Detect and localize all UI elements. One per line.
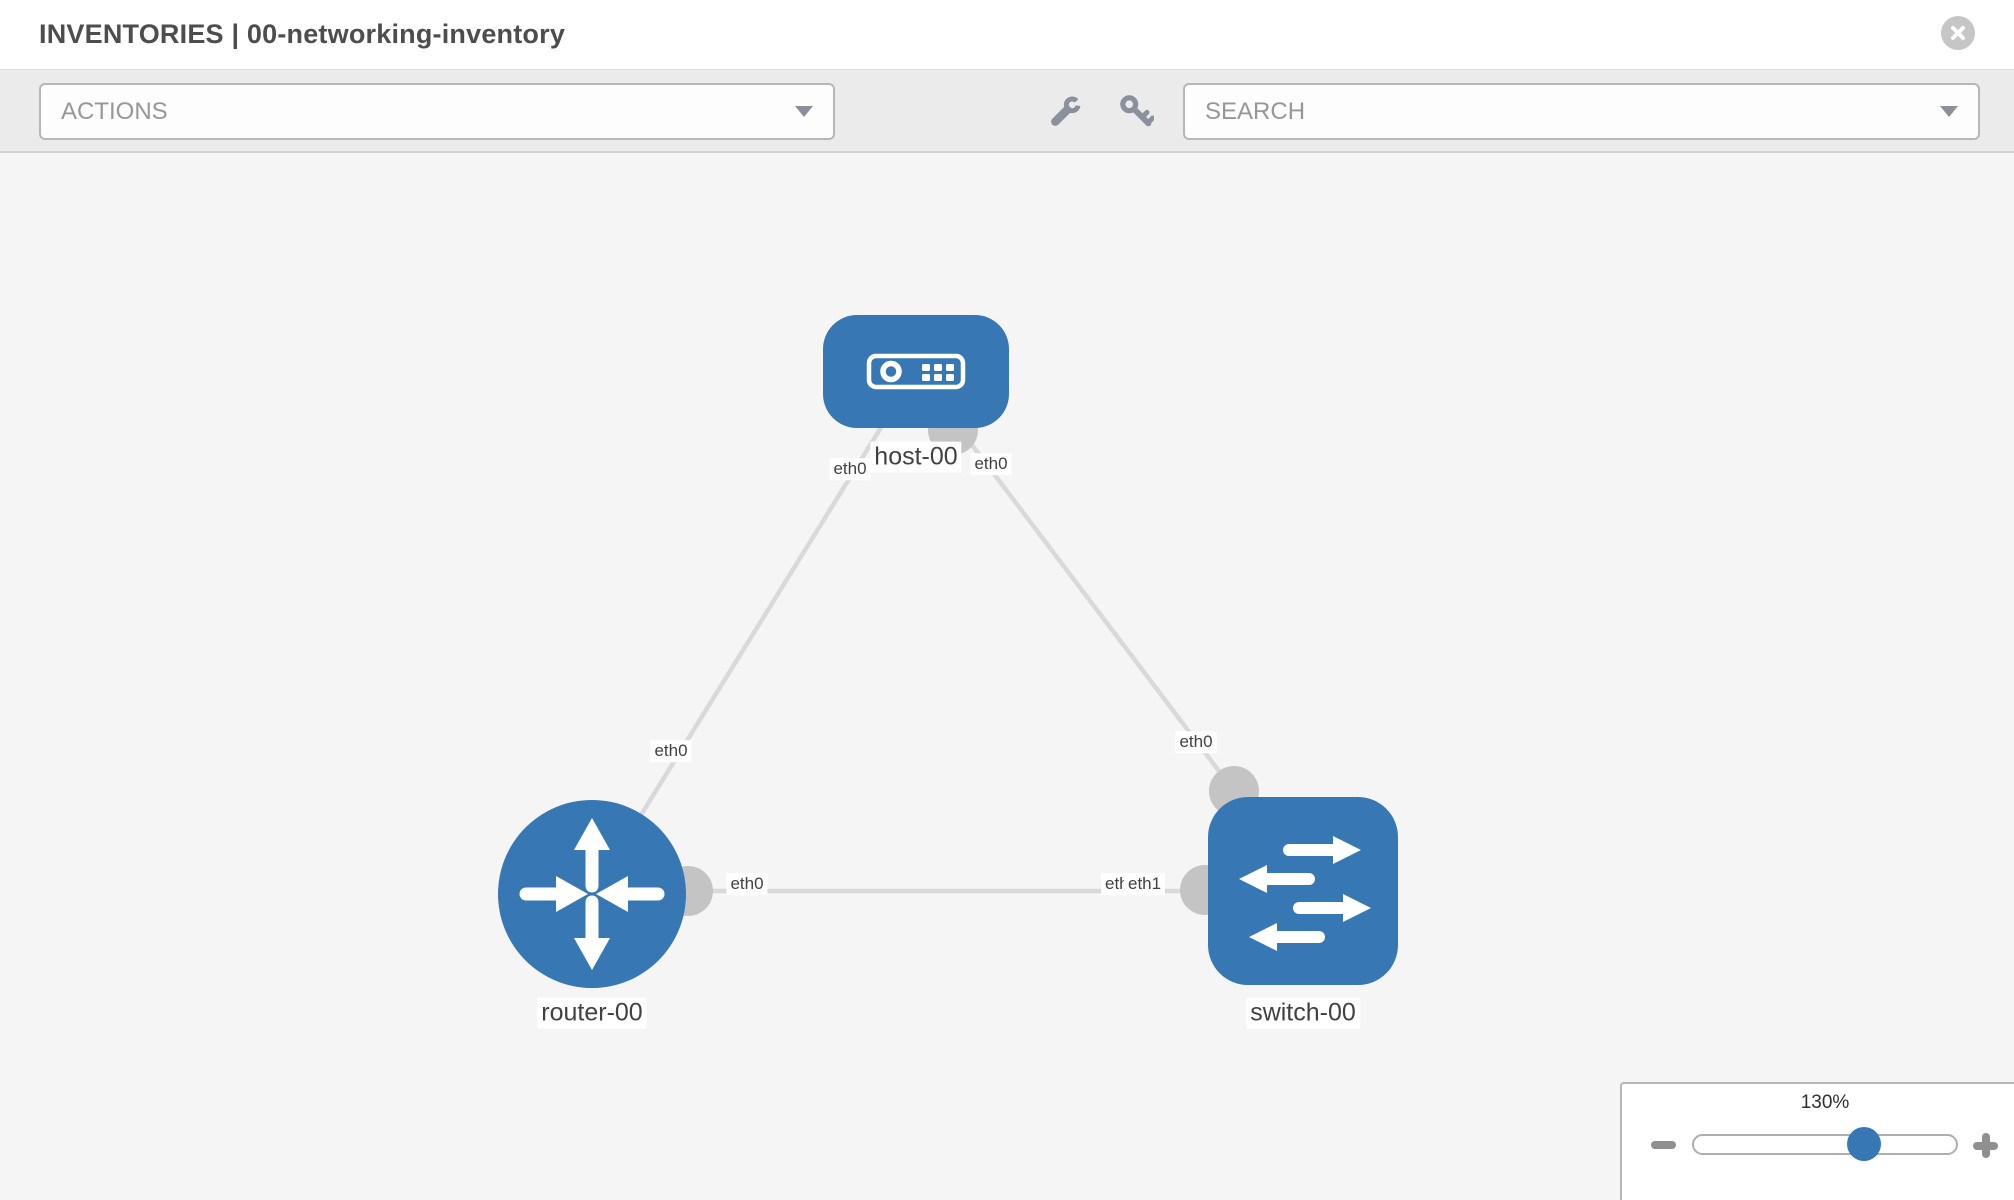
close-button[interactable] xyxy=(1941,16,1975,50)
page-title: INVENTORIES | 00-networking-inventory xyxy=(39,19,566,49)
search-dropdown[interactable]: SEARCH xyxy=(1183,83,1980,140)
chevron-down-icon xyxy=(795,106,813,117)
actions-dropdown[interactable]: ACTIONS xyxy=(39,83,835,140)
interface-label: eth0 xyxy=(1175,731,1217,753)
node-switch-00[interactable] xyxy=(1208,797,1398,985)
zoom-slider-thumb[interactable] xyxy=(1847,1127,1882,1161)
zoom-panel: 130% xyxy=(1620,1082,2014,1200)
topology-svg xyxy=(498,315,1398,988)
interface-label: eth0 xyxy=(829,458,871,480)
toolbar: ACTIONS SEARCH xyxy=(0,70,2014,153)
node-label-switch-00: switch-00 xyxy=(1246,997,1360,1029)
toolbox-button[interactable] xyxy=(1046,92,1086,132)
zoom-slider-track[interactable] xyxy=(1692,1127,1958,1161)
close-icon xyxy=(1951,26,1965,40)
wrench-icon xyxy=(1051,93,1084,126)
interface-label: eth0 xyxy=(650,740,692,762)
link-line xyxy=(590,369,918,896)
chevron-down-icon xyxy=(1940,106,1958,117)
key-icon xyxy=(1120,94,1156,126)
actions-dropdown-label: ACTIONS xyxy=(61,97,168,125)
zoom-out-button[interactable] xyxy=(1651,1141,1676,1149)
key-button[interactable] xyxy=(1116,92,1156,132)
interface-label: eth0 xyxy=(726,873,768,895)
node-router-00[interactable] xyxy=(498,800,686,988)
interface-label: eth1 xyxy=(1124,873,1166,895)
zoom-level-value: 130% xyxy=(1800,1092,1850,1113)
node-host-00[interactable] xyxy=(823,315,1009,428)
interface-label: eth0 xyxy=(970,453,1012,475)
search-placeholder: SEARCH xyxy=(1205,97,1306,125)
node-label-router-00: router-00 xyxy=(537,997,647,1029)
zoom-in-button[interactable] xyxy=(1973,1133,1998,1158)
header-bar: INVENTORIES | 00-networking-inventory xyxy=(0,0,2014,70)
node-label-host-00: host-00 xyxy=(870,441,962,473)
